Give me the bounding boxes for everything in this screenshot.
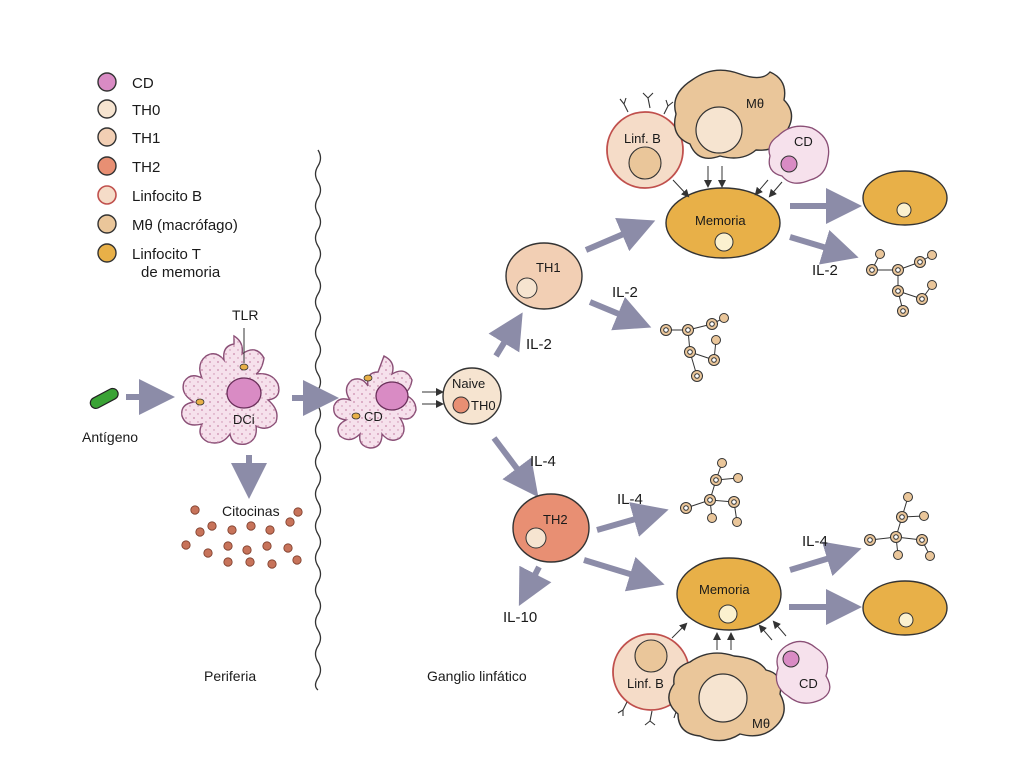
il4-label: IL-4 [617, 491, 643, 508]
legend-label: CD [132, 75, 154, 92]
cell-cluster-il2-memory [866, 249, 937, 317]
legend-label: Linfocito B [132, 188, 202, 205]
legend-item-linfocito-b: Linfocito B [97, 185, 202, 205]
th2-cell: TH2 [512, 493, 590, 563]
il2-label: IL-2 [612, 284, 638, 301]
th0-label: TH0 [471, 398, 496, 413]
tlr-label: TLR [232, 307, 258, 323]
dendritic-cd-top: CD [768, 125, 830, 184]
memoria-label: Memoria [695, 213, 746, 228]
legend-label: TH2 [132, 159, 160, 176]
il10-label: IL-10 [503, 609, 537, 626]
dendritic-cell-mature: CD [333, 355, 444, 449]
th2-label: TH2 [543, 512, 568, 527]
il4-label: IL-4 [530, 453, 556, 470]
dendritic-cell-immature: TLR DCi [181, 307, 280, 445]
small-arrows-bottom [671, 620, 787, 650]
th1-cell: TH1 [505, 242, 583, 310]
antigen-label: Antígeno [82, 429, 138, 445]
legend-label: TH1 [132, 130, 160, 147]
ganglio-label: Ganglio linfático [427, 668, 527, 684]
legend-item-th0: TH0 [97, 99, 160, 119]
legend-item-th2: TH2 [97, 156, 160, 176]
legend-label-line2: de memoria [141, 264, 221, 281]
naive-label: Naive [452, 376, 485, 391]
small-arrows-top [672, 166, 783, 198]
cd-label: CD [799, 676, 818, 691]
dci-label: DCi [233, 412, 255, 427]
legend-label: TH0 [132, 102, 160, 119]
cell-cluster-il4-memory [864, 492, 935, 561]
memory-daughter-top [862, 170, 948, 226]
legend-item-th1: TH1 [97, 127, 160, 147]
th1-label: TH1 [536, 260, 561, 275]
memory-cell-bottom: Memoria [676, 557, 782, 631]
mtheta-label: Mθ [752, 716, 770, 731]
macrophage-bottom: Mθ [668, 652, 785, 742]
il2-label: IL-2 [526, 336, 552, 353]
linf-b-label: Linf. B [627, 676, 664, 691]
memory-cell-top: Memoria [665, 187, 781, 259]
tlr-receptor [239, 363, 249, 371]
citocinas-label: Citocinas [222, 503, 280, 519]
macrophage-top: Mθ [673, 69, 793, 159]
legend-item-macrofago: Mθ (macrófago) [97, 214, 238, 234]
linf-b-label: Linf. B [624, 131, 661, 146]
memoria-label: Memoria [699, 582, 750, 597]
lymphocyte-b-top: Linf. B [606, 92, 684, 189]
legend-label: Mθ (macrófago) [132, 217, 238, 234]
periferia-label: Periferia [204, 668, 256, 684]
arrows [126, 188, 862, 625]
antigen: Antígeno [82, 387, 138, 445]
legend-item-linfocito-t-memoria: Linfocito T de memoria [97, 243, 221, 281]
naive-th0-cell: Naive TH0 [442, 367, 502, 425]
cytokines: Citocinas [181, 503, 303, 569]
antibody-icon [619, 92, 674, 115]
interleukin-labels: IL-2 IL-2 IL-2 IL-4 IL-4 IL-4 IL-10 [503, 262, 838, 626]
cd-label: CD [364, 409, 383, 424]
cell-cluster-il4-th2 [680, 458, 743, 527]
cd-label: CD [794, 134, 813, 149]
legend-label: Linfocito T [132, 246, 201, 263]
dendritic-cd-bottom: CD [775, 640, 831, 704]
legend: CD TH0 TH1 TH2 Linfocito B Mθ (macrófago… [97, 72, 238, 281]
periphery-divider [314, 149, 322, 691]
mtheta-label: Mθ [746, 96, 764, 111]
memory-daughter-bottom [862, 580, 948, 636]
il2-label: IL-2 [812, 262, 838, 279]
legend-item-cd: CD [97, 72, 154, 92]
cell-cluster-il2-th1 [660, 313, 729, 382]
il4-label: IL-4 [802, 533, 828, 550]
